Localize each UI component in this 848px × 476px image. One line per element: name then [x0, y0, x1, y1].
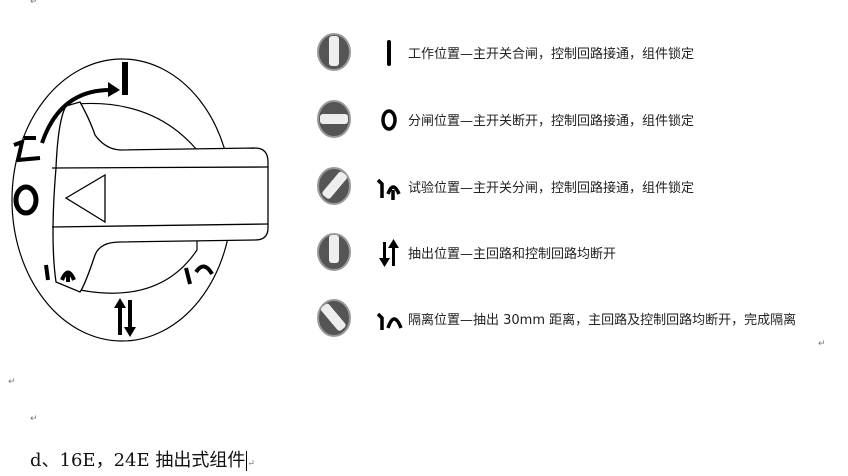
paragraph-mark: ↵ [30, 414, 38, 424]
rotation-arrow-icon [40, 88, 111, 144]
paragraph-mark: ↵ [247, 459, 255, 469]
dial-diagram [11, 58, 269, 342]
knob-test-icon [317, 167, 351, 205]
knob-work-icon [317, 33, 351, 71]
position-description: 工作位置—主开关合闸，控制回路接通，组件锁定 [408, 47, 695, 62]
isolate-position-symbol [376, 312, 403, 330]
push-turn-icon [13, 136, 41, 163]
knob-withdraw-icon [317, 233, 351, 271]
position-description: 试验位置—主开关分闸，控制回路接通，组件锁定 [408, 181, 695, 196]
section-heading: d、16E，24E 抽出式组件↵ [30, 446, 255, 472]
isolate-mark-icon [184, 264, 214, 285]
position-row-work: 工作位置—主开关合闸，控制回路接通，组件锁定 [316, 32, 836, 72]
work-position-symbol [387, 40, 391, 66]
paragraph-mark: ↵ [30, 0, 38, 7]
withdraw-mark-icon [114, 298, 136, 337]
position-row-open: 分闸位置—主开关断开，控制回路接通，组件锁定 [316, 99, 836, 139]
withdraw-position-symbol [379, 239, 399, 267]
paragraph-mark: ↵ [818, 339, 826, 349]
on-mark-icon [122, 62, 128, 95]
open-position-symbol [381, 109, 397, 131]
position-description: 分闸位置—主开关断开，控制回路接通，组件锁定 [408, 114, 695, 129]
paragraph-mark: ↵ [8, 377, 16, 387]
position-description: 隔离位置—抽出 30mm 距离，主回路及控制回路均断开，完成隔离 [408, 313, 797, 328]
position-description: 抽出位置—主回路和控制回路均断开 [408, 247, 617, 262]
knob-open-icon [317, 100, 351, 138]
position-row-isolate: 隔离位置—抽出 30mm 距离，主回路及控制回路均断开，完成隔离 [316, 298, 836, 338]
test-mark-icon [44, 264, 76, 282]
off-mark-icon [13, 184, 39, 216]
position-row-test: 试验位置—主开关分闸，控制回路接通，组件锁定 [316, 166, 836, 206]
knob-isolate-icon [317, 299, 351, 337]
text-cursor [246, 451, 248, 471]
triangle-pointer-icon [64, 173, 106, 224]
section-heading-text: d、16E，24E 抽出式组件 [30, 450, 246, 471]
position-row-withdraw: 抽出位置—主回路和控制回路均断开 [316, 232, 836, 272]
test-position-symbol [376, 178, 401, 200]
